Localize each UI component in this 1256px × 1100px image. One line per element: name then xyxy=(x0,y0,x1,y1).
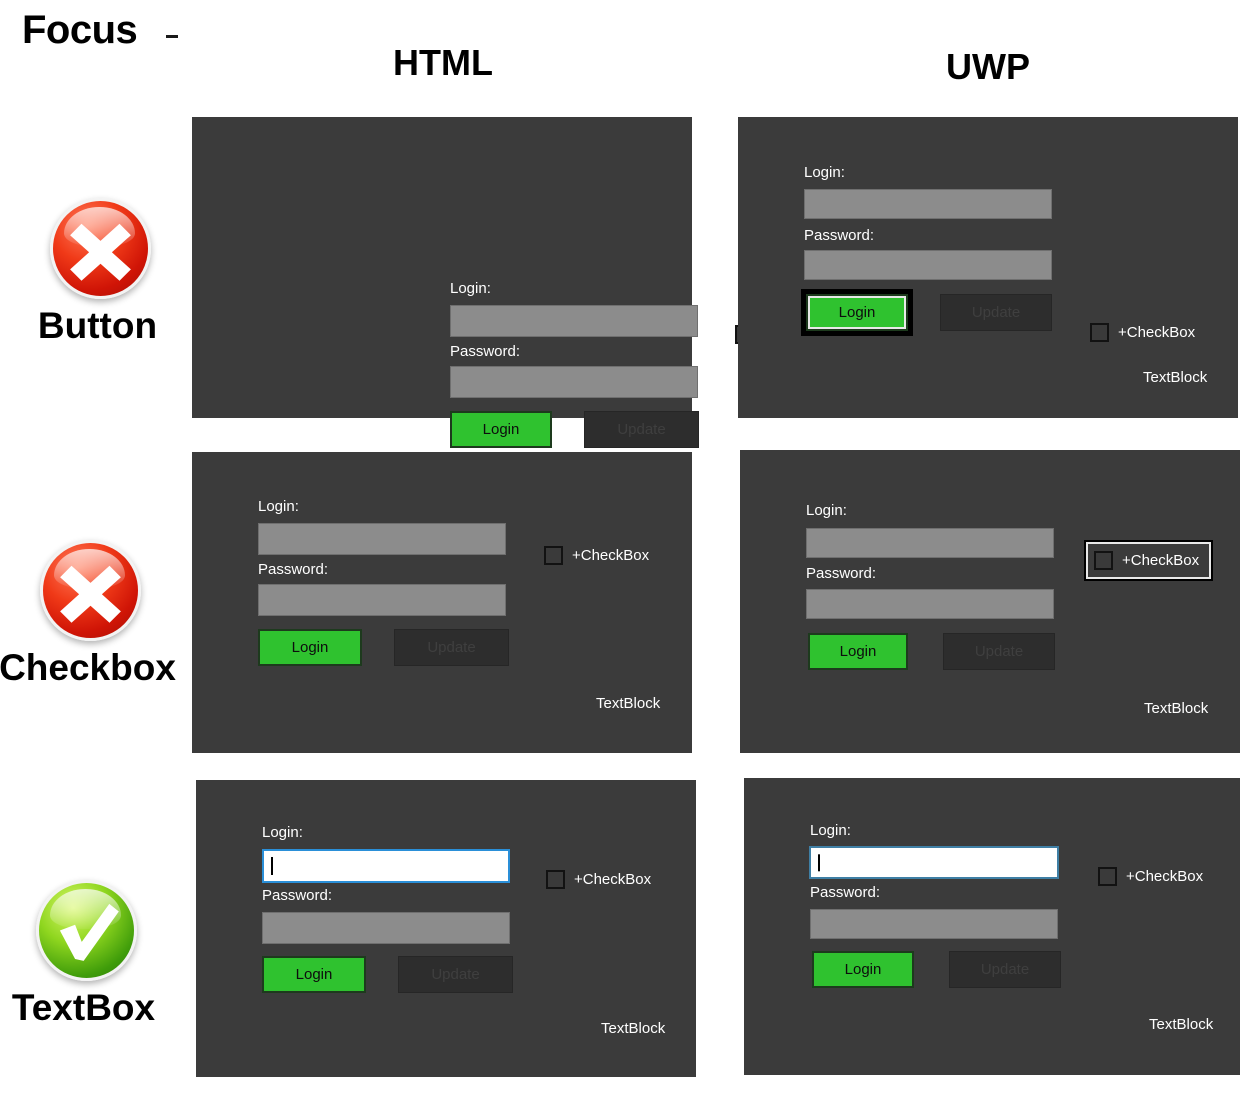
red-x-circle-icon xyxy=(50,198,151,299)
checkbox-label: +CheckBox xyxy=(1122,552,1200,569)
login-input[interactable] xyxy=(258,523,506,555)
login-input[interactable] xyxy=(810,847,1058,878)
login-input[interactable] xyxy=(804,189,1052,219)
update-button[interactable]: Update xyxy=(584,411,699,448)
password-label: Password: xyxy=(450,343,521,360)
login-input[interactable] xyxy=(450,305,698,337)
update-button[interactable]: Update xyxy=(394,629,509,666)
login-label: Login: xyxy=(804,164,845,181)
red-x-circle-icon xyxy=(40,540,141,641)
login-input[interactable] xyxy=(262,849,510,883)
login-label: Login: xyxy=(806,502,847,519)
title-dash-mark xyxy=(166,35,178,38)
row-label-textbox: TextBox xyxy=(0,880,181,1029)
checkbox-box[interactable] xyxy=(1098,867,1117,886)
checkbox-label: +CheckBox xyxy=(572,547,650,564)
login-input[interactable] xyxy=(806,528,1054,558)
update-button[interactable]: Update xyxy=(949,951,1061,988)
checkbox-row[interactable]: +CheckBox xyxy=(542,544,651,567)
password-input[interactable] xyxy=(806,589,1054,619)
login-button[interactable]: Login xyxy=(258,629,362,666)
row-label-text: Checkbox xyxy=(0,647,176,688)
password-label: Password: xyxy=(258,561,329,578)
checkbox-label: +CheckBox xyxy=(1118,324,1196,341)
panel-textbox-uwp: Login: Password: Login Update +CheckBox … xyxy=(744,778,1240,1075)
password-input[interactable] xyxy=(258,584,506,616)
update-button[interactable]: Update xyxy=(943,633,1055,670)
login-label: Login: xyxy=(262,824,303,841)
checkbox-row[interactable]: +CheckBox xyxy=(1084,540,1214,581)
row-label-text: TextBox xyxy=(11,987,156,1028)
update-button[interactable]: Update xyxy=(940,294,1052,331)
password-input[interactable] xyxy=(810,909,1058,939)
panel-textbox-html: Login: Password: Login Update +CheckBox … xyxy=(196,780,696,1077)
checkbox-box[interactable] xyxy=(544,546,563,565)
password-label: Password: xyxy=(810,884,881,901)
textblock: TextBlock xyxy=(1144,700,1209,717)
textblock: TextBlock xyxy=(596,695,661,712)
checkbox-box[interactable] xyxy=(1090,323,1109,342)
checkbox-box[interactable] xyxy=(546,870,565,889)
panel-checkbox-uwp: Login: Password: Login Update +CheckBox … xyxy=(740,450,1240,753)
row-label-checkbox: Checkbox xyxy=(0,540,185,689)
checkbox-label: +CheckBox xyxy=(574,871,652,888)
login-button[interactable]: Login xyxy=(808,633,908,670)
password-label: Password: xyxy=(806,565,877,582)
text-caret xyxy=(271,857,273,875)
column-header-html: HTML xyxy=(393,42,493,83)
login-label: Login: xyxy=(258,498,299,515)
password-input[interactable] xyxy=(804,250,1052,280)
checkbox-row[interactable]: +CheckBox xyxy=(1096,865,1205,888)
password-input[interactable] xyxy=(450,366,698,398)
login-label: Login: xyxy=(810,822,851,839)
column-header-uwp: UWP xyxy=(946,46,1030,87)
panel-checkbox-html: Login: Password: Login Update +CheckBox … xyxy=(192,452,692,753)
password-label: Password: xyxy=(804,227,875,244)
textblock: TextBlock xyxy=(601,1020,666,1037)
green-check-circle-icon xyxy=(36,880,137,981)
row-label-text: Button xyxy=(37,305,158,346)
page-title: Focus xyxy=(22,8,138,52)
login-button[interactable]: Login xyxy=(262,956,366,993)
checkbox-label: +CheckBox xyxy=(1126,868,1204,885)
login-label: Login: xyxy=(450,280,491,297)
textblock: TextBlock xyxy=(1143,369,1208,386)
password-input[interactable] xyxy=(262,912,510,944)
checkbox-row[interactable]: +CheckBox xyxy=(1088,321,1197,344)
panel-button-uwp: Login: Password: Login Update +CheckBox … xyxy=(738,117,1238,418)
login-button[interactable]: Login xyxy=(803,291,911,334)
checkbox-box[interactable] xyxy=(1094,551,1113,570)
textblock: TextBlock xyxy=(1149,1016,1214,1033)
text-caret xyxy=(818,853,820,872)
panel-button-html: Login: Password: Login Update +CheckBox … xyxy=(192,117,852,494)
update-button[interactable]: Update xyxy=(398,956,513,993)
row-label-button: Button xyxy=(0,198,195,347)
checkbox-row[interactable]: +CheckBox xyxy=(544,868,653,891)
password-label: Password: xyxy=(262,887,333,904)
login-button[interactable]: Login xyxy=(812,951,914,988)
login-button[interactable]: Login xyxy=(450,411,552,448)
